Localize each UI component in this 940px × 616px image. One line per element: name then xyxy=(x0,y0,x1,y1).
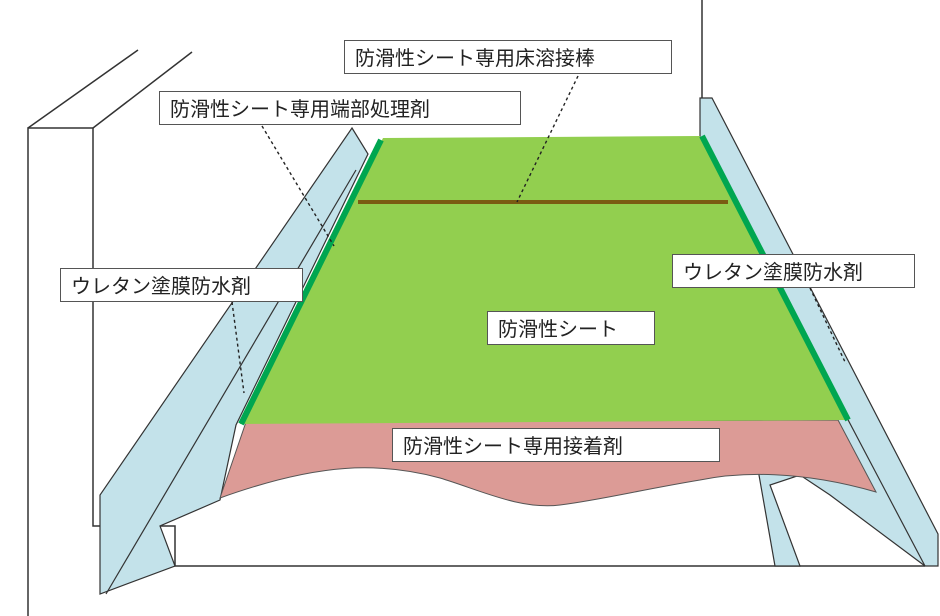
urethane-left-strip xyxy=(99,126,369,595)
anti-slip-sheet-label: 防滑性シート xyxy=(487,311,655,345)
urethane-left-label: ウレタン塗膜防水剤 xyxy=(60,268,303,302)
leader-welding-rod xyxy=(516,75,579,203)
adhesive-label: 防滑性シート専用接着剤 xyxy=(392,428,720,462)
leader-urethane-right xyxy=(809,287,847,365)
urethane-right-label: ウレタン塗膜防水剤 xyxy=(672,254,915,288)
leader-edge-treatment xyxy=(261,125,335,247)
welding-rod-label: 防滑性シート専用床溶接棒 xyxy=(344,40,672,74)
edge-treatment-label: 防滑性シート専用端部処理剤 xyxy=(159,91,521,125)
edge-line-left xyxy=(238,138,384,426)
urethane-left-inner-line xyxy=(105,169,357,595)
leader-lines xyxy=(231,75,847,394)
anti-slip-sheet xyxy=(240,136,848,424)
